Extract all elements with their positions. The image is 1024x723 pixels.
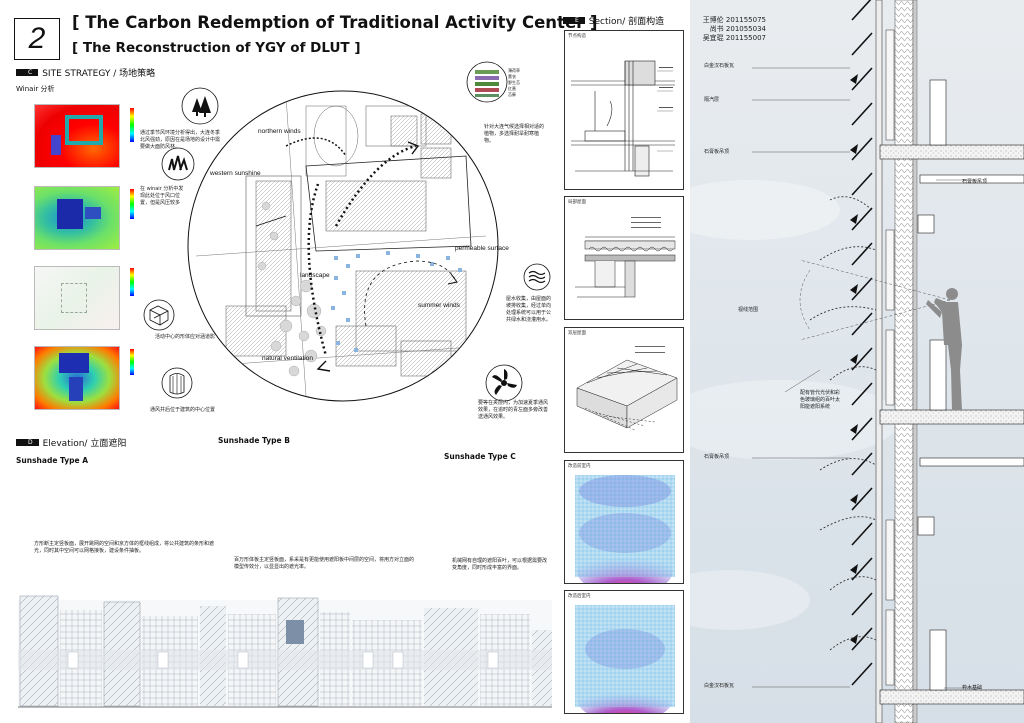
- plant-palette-icon: [466, 61, 508, 103]
- desc-type-c: 机械网有自理的遮阳百叶，可以根据需要改变角度，同时形成丰富的界面。: [452, 558, 548, 571]
- note-ventilation: 通风井后位于建筑的中心位置: [150, 407, 216, 413]
- label-sight-range: 视线范围: [738, 307, 759, 313]
- site-strategy-heading: C SITE STRATEGY / 场地策略: [16, 66, 155, 79]
- panel-title: 局部屋面: [568, 200, 586, 205]
- label-summer-winds: summer winds: [418, 302, 460, 309]
- wall-section-drawing: [690, 0, 1024, 723]
- sheet-number: 2: [14, 18, 60, 60]
- note-form: 活动中心的形体应对涵道影: [155, 334, 216, 340]
- label-northern-winds: northern winds: [258, 128, 301, 135]
- winair-scale-4: [130, 349, 134, 375]
- label-gypsum-ceiling-3: 石膏板吊顶: [704, 454, 730, 460]
- author: 王博伦 201155075: [702, 16, 766, 24]
- grass-icon: [161, 147, 195, 181]
- wall-section-panel: 王博伦 201155075 尚书 201055034 吴宜琨 201155007…: [690, 0, 1024, 723]
- plant-legend-item: 野生苔: [508, 80, 520, 85]
- note-plants: 针对大连气候选择相对适的植物，多选择耐旱耐寒植物。: [484, 124, 545, 144]
- section-panel-before: 改造前室内: [564, 460, 684, 584]
- label-natural-ventilation: natural ventilation: [262, 355, 313, 362]
- note-winter-winds: 通过季节风环境分析得出，大连冬季北风强劲，原因在是场地的设计中需要做大面防风林。: [140, 130, 221, 150]
- winair-label: Winair 分析: [16, 85, 55, 93]
- plant-legend: 薄荷草 薰衣 野生苔 红蔷 苔藓: [508, 68, 520, 98]
- plant-legend-item: 薄荷草: [508, 68, 520, 73]
- page-title: [ The Carbon Redemption of Traditional A…: [72, 13, 598, 32]
- winair-scale-2: [130, 189, 134, 219]
- page-subtitle: [ The Reconstruction of YGY of DLUT ]: [72, 40, 361, 56]
- ventilation-shaft-icon: [161, 367, 193, 399]
- note-fan: 要等在夹层内，为加速夏季通风效果，在追时的青左面多旁改善送通风效果。: [478, 400, 549, 420]
- label-vapour-barrier: 隔汽层: [704, 97, 720, 103]
- panel-title: 节点构造: [568, 34, 586, 39]
- sunshade-type-c: Sunshade Type C: [444, 452, 516, 461]
- label-gypsum-ceiling-2: 石膏板吊顶: [962, 179, 988, 185]
- tree-icon: [181, 87, 219, 125]
- desc-type-b: 百万形体板主定竖板面，系采是有更能使用遮阳板中间层的空间，将用方对立面的模型传效…: [234, 557, 415, 570]
- label-slate-top: 白金汉石板瓦: [704, 63, 735, 69]
- section-panel-roof: 局部屋面: [564, 196, 684, 320]
- label-permeable-surface: permeable surface: [455, 245, 509, 252]
- winair-map-3: [34, 266, 120, 330]
- elevation-heading: D Elevation/ 立面遮阳: [16, 436, 126, 449]
- facade-grid-icon: [143, 299, 175, 331]
- section-heading: E Section/ 剖面构造: [563, 14, 664, 27]
- panel-title: 改造后室内: [568, 594, 591, 599]
- label-western-sunshine: western sunshine: [210, 170, 261, 177]
- sunshade-type-a: Sunshade Type A: [16, 456, 88, 465]
- note-water: 屋水收集，由屋面的坡排收集，经过单向处理系统可以用于公共绿水和浇灌用水。: [506, 296, 552, 323]
- label-timber-base: 枠木基础: [962, 685, 983, 691]
- sunshade-type-b: Sunshade Type B: [218, 436, 290, 445]
- label-landscape: landscape: [300, 272, 330, 279]
- section-panel-double-roof: 双层屋面: [564, 327, 684, 453]
- plant-legend-item: 苔藓: [508, 92, 516, 97]
- author-list: 王博伦 201155075 尚书 201055034 吴宜琨 201155007: [703, 16, 766, 43]
- label-pv-louvre-system: 配有管代光伏和彩色玻璃组的百叶太阳能遮阳系统: [800, 390, 841, 410]
- plant-legend-item: 薰衣: [508, 74, 516, 79]
- winair-scale-1: [130, 108, 134, 142]
- label-slate-bottom: 白金汉石板瓦: [704, 683, 735, 689]
- site-plan-circle: [187, 90, 499, 402]
- note-winair-wind-gap: 在 winair 分析中发现此处位于风口位置，但是风压较多: [140, 186, 184, 206]
- section-panel-detail: 节点构造: [564, 30, 684, 190]
- section-tag-e: E: [563, 17, 585, 24]
- section-tag-c: C: [16, 69, 39, 76]
- elevation-drawing: [18, 595, 552, 708]
- author: 尚书 201055034: [709, 25, 766, 33]
- desc-type-a: 方形断主定竖板面，展开跳网的空间和京方体的框线组成，将公共建筑的条形和遮光，同时…: [34, 541, 215, 554]
- section-title: Section/ 剖面构造: [588, 17, 665, 27]
- site-strategy-title: SITE STRATEGY / 场地策略: [42, 69, 156, 79]
- author: 吴宜琨 201155007: [702, 34, 766, 42]
- section-panel-after: 改造后室内: [564, 590, 684, 714]
- section-tag-d: D: [16, 439, 39, 446]
- winair-map-2: [34, 186, 120, 250]
- winair-map-4: [34, 346, 120, 410]
- plant-legend-item: 红蔷: [508, 86, 516, 91]
- label-gypsum-ceiling-1: 石膏板吊顶: [704, 149, 730, 155]
- water-icon: [523, 263, 551, 291]
- fan-icon: [485, 364, 523, 402]
- winair-scale-3: [130, 268, 134, 296]
- panel-title: 改造前室内: [568, 464, 591, 469]
- elevation-title: Elevation/ 立面遮阳: [42, 439, 127, 449]
- winair-map-1: [34, 104, 120, 168]
- panel-title: 双层屋面: [568, 331, 586, 336]
